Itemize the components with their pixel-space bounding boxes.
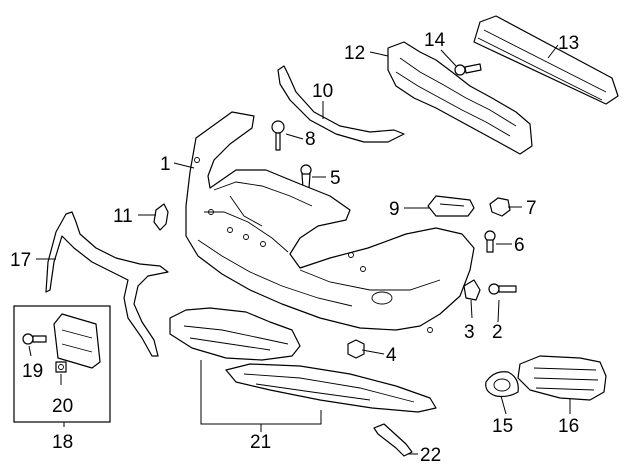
callout-17: 17	[10, 250, 31, 271]
callout-13: 13	[558, 33, 579, 54]
callout-8: 8	[305, 129, 316, 150]
callout-16: 16	[558, 416, 579, 437]
callout-14: 14	[424, 30, 446, 51]
callout-22: 22	[420, 445, 441, 466]
part-17-side-retainer	[45, 211, 169, 357]
part-2-bolt	[488, 283, 517, 295]
part-21-lower-cover-lower	[225, 363, 437, 413]
part-4-clip	[347, 339, 365, 359]
callout-11: 11	[113, 206, 133, 227]
callout-3: 3	[464, 322, 475, 343]
callout-20: 20	[52, 396, 73, 417]
inset-frame-18	[13, 305, 111, 423]
part-8-bolt	[271, 120, 285, 151]
part-11-bracket	[153, 203, 169, 231]
part-20-nut	[55, 361, 67, 373]
part-13-reinforcement	[473, 15, 619, 105]
part-10-retainer-strip	[277, 65, 405, 143]
callout-5: 5	[330, 168, 341, 189]
part-21-lower-cover-upper	[169, 307, 301, 361]
part-3-nut-clip	[463, 279, 481, 301]
part-14-bolt	[454, 63, 482, 76]
callout-9: 9	[389, 199, 400, 220]
part-6-bolt	[484, 230, 496, 253]
part-5-clip	[300, 164, 312, 189]
callout-21: 21	[250, 432, 271, 453]
part-18-license-bracket	[53, 313, 101, 369]
callout-4: 4	[386, 345, 397, 366]
part-15-bezel	[485, 371, 519, 398]
part-7-clip	[489, 197, 511, 217]
callout-7: 7	[526, 198, 537, 219]
callout-6: 6	[514, 235, 525, 256]
part-22-bracket	[373, 423, 413, 457]
part-19-bolt	[22, 333, 47, 345]
part-12-energy-absorber	[387, 41, 533, 155]
callout-15: 15	[492, 416, 513, 437]
callout-12: 12	[344, 43, 365, 64]
part-16-grille	[517, 355, 607, 401]
callout-19: 19	[22, 361, 43, 382]
part-9-bracket	[427, 195, 475, 217]
part-1-bumper-cover	[185, 111, 475, 333]
callout-1: 1	[160, 154, 171, 175]
callout-18: 18	[52, 432, 73, 453]
callout-10: 10	[312, 81, 333, 102]
callout-2: 2	[492, 322, 503, 343]
